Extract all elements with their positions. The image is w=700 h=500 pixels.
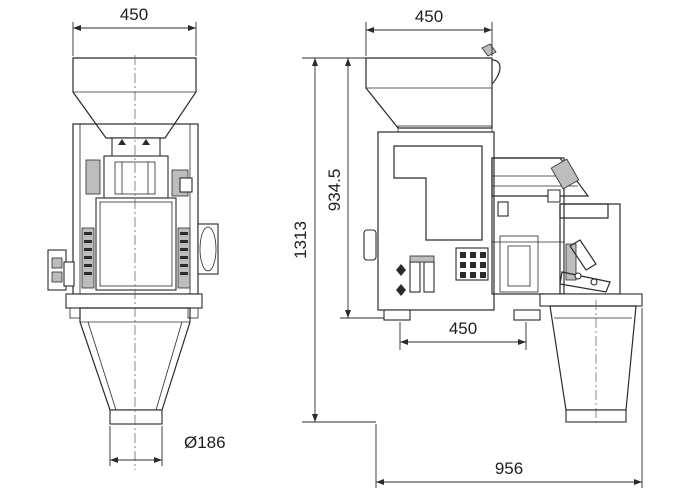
side-base-frame — [539, 293, 643, 307]
front-hopper — [72, 57, 197, 139]
side-body-height-dimension: 934.5 — [325, 57, 384, 319]
side-base-width-dimension: 450 — [399, 319, 527, 350]
side-total-length-label: 956 — [495, 459, 523, 478]
side-base-width-label: 450 — [449, 319, 477, 338]
front-base-plate — [65, 293, 203, 309]
front-view — [47, 55, 219, 470]
side-hopper-width-dimension: 450 — [365, 7, 493, 56]
side-total-length-dimension: 956 — [375, 308, 643, 488]
side-view — [363, 43, 643, 425]
side-feeder-housing — [491, 157, 565, 295]
side-hopper-width-label: 450 — [415, 7, 443, 26]
side-total-height-label: 1313 — [291, 221, 310, 259]
side-body-height-label: 934.5 — [325, 169, 344, 212]
front-motor — [197, 223, 219, 275]
front-outlet-spout — [109, 409, 163, 425]
side-cabinet — [377, 131, 495, 311]
front-outlet-dimension: Ø186 — [109, 426, 226, 466]
side-control-panel — [393, 145, 483, 241]
front-discharge-funnel — [79, 307, 191, 411]
side-terminal-block — [455, 247, 489, 281]
side-discharge-funnel — [549, 305, 637, 411]
front-width-dimension: 450 — [72, 5, 197, 56]
front-width-label: 450 — [120, 5, 148, 24]
front-outlet-diameter-label: Ø186 — [184, 433, 226, 452]
side-total-height-dimension: 1313 — [291, 57, 376, 423]
side-handle — [363, 229, 377, 261]
front-weigh-bucket — [95, 197, 177, 291]
side-hopper — [365, 57, 493, 129]
